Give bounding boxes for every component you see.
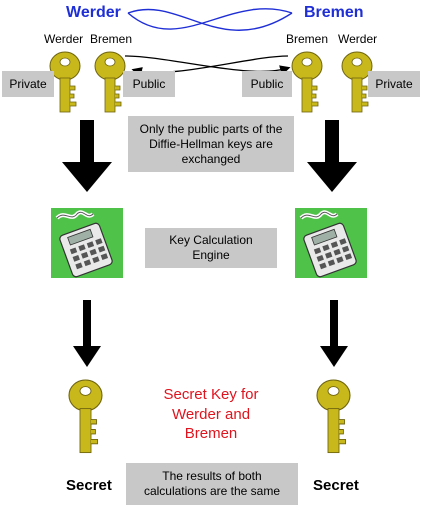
key-label-right-private: Werder: [338, 32, 378, 46]
engine-line-1: Key Calculation: [169, 233, 253, 247]
down-arrow-left-bottom: [73, 300, 101, 367]
secret-caption-line-3: Bremen: [184, 425, 238, 442]
down-arrow-left-top: [62, 120, 112, 192]
secret-label-right: Secret: [313, 477, 359, 494]
key-label-right-public: Bremen: [286, 32, 329, 46]
key-icon-secret-right: [316, 379, 351, 454]
secret-key-caption: Secret Key for Werder and Bremen: [146, 385, 276, 444]
secret-caption-line-1: Secret Key for: [163, 386, 259, 403]
box-left-private: Private: [2, 71, 54, 97]
box-right-private: Private: [368, 71, 420, 97]
key-icon-werder-public: [94, 51, 126, 113]
results-note-line-2: calculations are the same: [143, 484, 281, 498]
box-left-public: Public: [123, 71, 175, 97]
key-calculation-engine-box: Key Calculation Engine: [145, 228, 277, 268]
box-right-public: Public: [242, 71, 292, 97]
down-arrow-right-top: [307, 120, 357, 192]
key-icon-werder-private: [49, 51, 81, 113]
results-note-box: The results of both calculations are the…: [126, 463, 298, 505]
key-label-left-public: Bremen: [90, 32, 133, 46]
key-icon-bremen-public: [291, 51, 323, 113]
key-icon-secret-left: [68, 379, 103, 454]
party-name-left: Werder: [66, 4, 121, 21]
exchange-note-line-2: Diffie-Hellman keys are: [149, 136, 273, 151]
engine-line-2: Engine: [192, 248, 230, 262]
key-label-left-private: Werder: [44, 32, 84, 46]
secret-caption-line-2: Werder and: [171, 405, 251, 423]
calculator-icon-right: [295, 208, 367, 278]
key-icon-bremen-private: [341, 51, 373, 113]
party-link-curve-right-to-left: [127, 8, 293, 30]
results-note-line-1: The results of both: [162, 469, 262, 483]
secret-label-left: Secret: [66, 477, 112, 494]
exchange-note-box: Only the public parts of the Diffie-Hell…: [128, 116, 294, 172]
calculator-icon-left: [51, 208, 123, 278]
exchange-note-line-3: exchanged: [181, 151, 241, 166]
exchange-note-line-1: Only the public parts of the: [139, 121, 283, 136]
party-name-right: Bremen: [304, 4, 364, 21]
down-arrow-right-bottom: [320, 300, 348, 367]
